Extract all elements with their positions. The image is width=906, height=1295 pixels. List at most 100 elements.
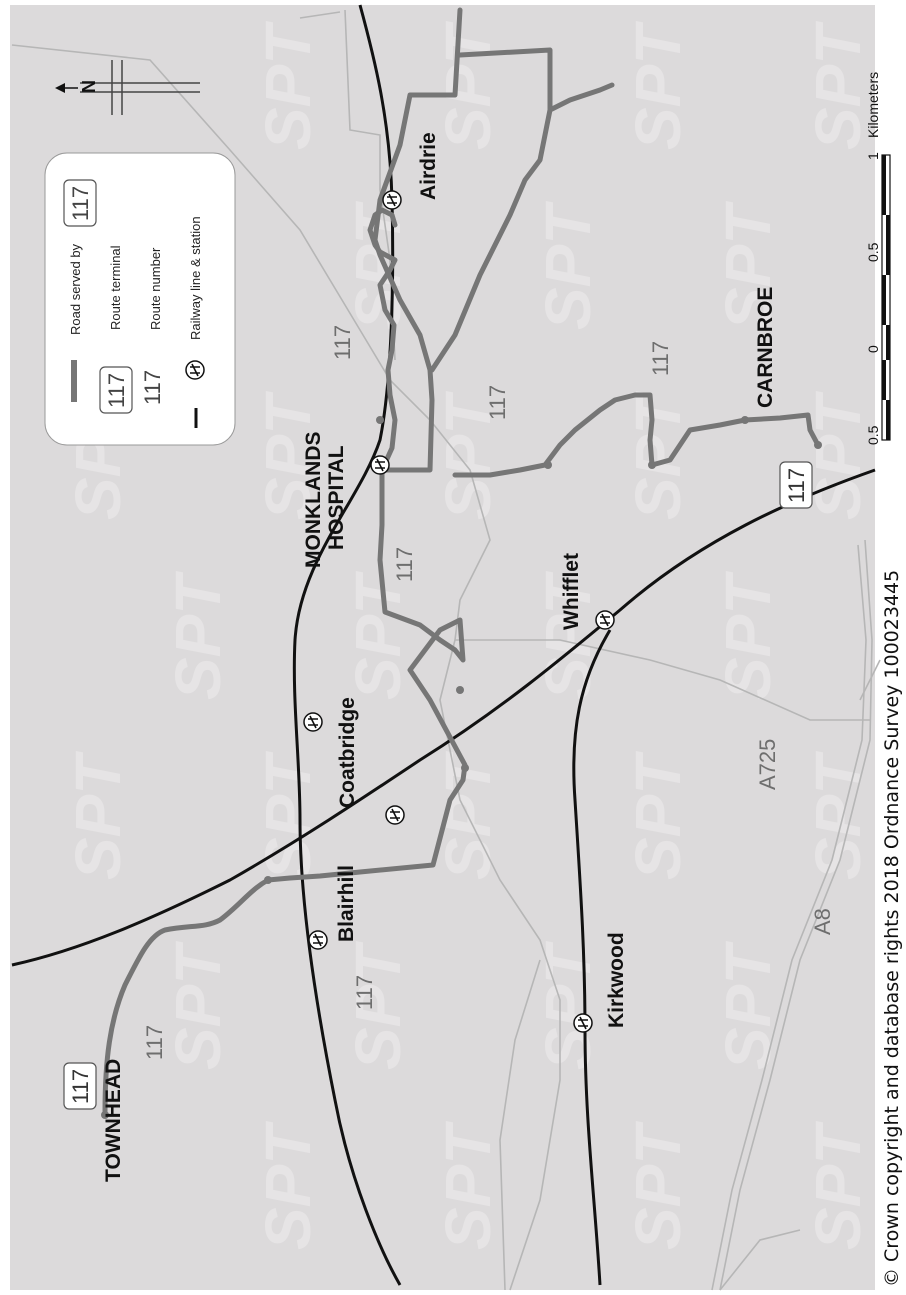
route-stop-dot [461,764,469,772]
route-number-label: 117 [330,325,355,360]
legend-road-served: Road served by [68,243,83,335]
watermark: SPT [62,751,134,880]
watermark: SPT [162,571,234,700]
watermark: SPT [432,391,504,520]
place-label-coatbridge: Coatbridge [336,697,359,808]
legend-route-terminal: Route terminal [108,245,123,330]
minor-road [711,544,867,1291]
railway-line [572,629,612,1286]
route-number-label: 117 [648,341,673,376]
route-number-label: 117 [142,1025,167,1060]
legend-route-number: Route number [148,247,163,330]
scale-tick-label: 0.5 [865,425,881,445]
railway-station-icon [385,805,405,825]
watermark: SPT [622,21,694,150]
scale-bar: 0.5 0 0.5 1 Kilometers [865,72,891,445]
place-label-carnbroe: CARNBROE [754,287,777,408]
watermark: SPT [532,941,604,1070]
watermark: SPT [622,391,694,520]
north-label: N [78,80,98,93]
minor-road [859,659,881,701]
route-stop-dot [741,416,749,424]
place-label-kirkwood: Kirkwood [605,932,628,1028]
watermark: SPT [622,1121,694,1250]
watermark: SPT [252,391,324,520]
copyright-notice: © Crown copyright and database rights 20… [881,570,903,1287]
minor-road [299,11,341,19]
minor-road [455,639,870,721]
scale-unit: Kilometers [865,72,881,138]
place-label-monklands: MONKLANDS [302,432,325,569]
route-terminal-townhead: 117 [63,1062,97,1110]
road-label-a725: A725 [755,739,780,790]
place-label-blairhill: Blairhill [335,865,358,942]
route-117-carnbroe [452,392,821,478]
legend-terminal-sample [99,366,133,414]
watermark: SPT [802,21,874,150]
route-117-branch [367,207,398,473]
railway-line [11,468,876,967]
watermark: SPT [252,21,324,150]
scale-tick-label: 0.5 [865,242,881,262]
minor-road [11,44,561,1291]
minor-road [499,959,541,1291]
watermark: SPT [712,201,784,330]
watermark: SPT [342,571,414,700]
minor-road [719,539,873,1291]
watermark: SPT [532,201,604,330]
watermark: SPT [622,751,694,880]
minor-road [719,1229,801,1291]
place-label-townhead: TOWNHEAD [102,1059,125,1182]
watermark: SPT [342,941,414,1070]
route-stop-dot [456,686,464,694]
railway-station-icon [573,1013,593,1033]
route-117-line [102,7,615,1115]
legend-terminal-box [63,179,97,227]
place-label-whifflet: Whifflet [560,553,583,630]
watermark: SPT [712,941,784,1070]
place-label-hospital: HOSPITAL [325,445,348,550]
route-terminal-dot [814,441,822,449]
route-terminal-carnbroe: 117 [779,461,813,509]
route-number-label: 117 [352,975,377,1010]
legend-terminal-sample-number: 117 [104,373,129,408]
road-label-a8: A8 [810,908,835,935]
place-labels: TOWNHEAD CARNBROE MONKLANDS HOSPITAL Bla… [102,132,777,1182]
watermark: SPT [802,391,874,520]
watermark: SPT [532,571,604,700]
scale-tick-label: 0 [865,345,881,353]
railway-station-icon [382,190,402,210]
railway-station-icon [303,712,323,732]
railway-station-icon [370,455,390,475]
route-stop-dot [264,876,272,884]
route-terminal-dot [101,1111,109,1119]
route-stop-dot [648,461,656,469]
railway-station-icon [595,610,615,630]
watermark: SPT [432,21,504,150]
route-number-label: 117 [392,547,417,582]
route-terminal-number: 117 [68,1069,93,1104]
north-arrow: N [55,60,200,115]
watermark: SPT [712,571,784,700]
route-stop-dot [376,416,384,424]
legend-railway: Railway line & station [188,216,203,340]
legend-terminal-number: 117 [68,186,93,221]
station-markers [303,190,615,1033]
route-terminal-number: 117 [784,468,809,503]
legend: Road served by 117 117 Route terminal 11… [44,152,236,446]
route-number-label: 117 [485,385,510,420]
railway-station-icon [308,930,328,950]
place-label-airdrie: Airdrie [417,132,440,200]
legend-route-number-sample: 117 [140,370,165,405]
legend-station-icon [185,360,205,380]
watermark: SPT [802,1121,874,1250]
route-stop-dot [544,461,552,469]
route-number-labels: 117 117 117 117 117 117 [142,325,673,1060]
watermark-layer: SPT SPT SPT SPT SPT SPT SPT SPT SPT SPT … [62,21,874,1250]
watermark: SPT [432,1121,504,1250]
scale-tick-label: 1 [865,152,881,160]
watermark: SPT [162,941,234,1070]
watermark: SPT [252,1121,324,1250]
